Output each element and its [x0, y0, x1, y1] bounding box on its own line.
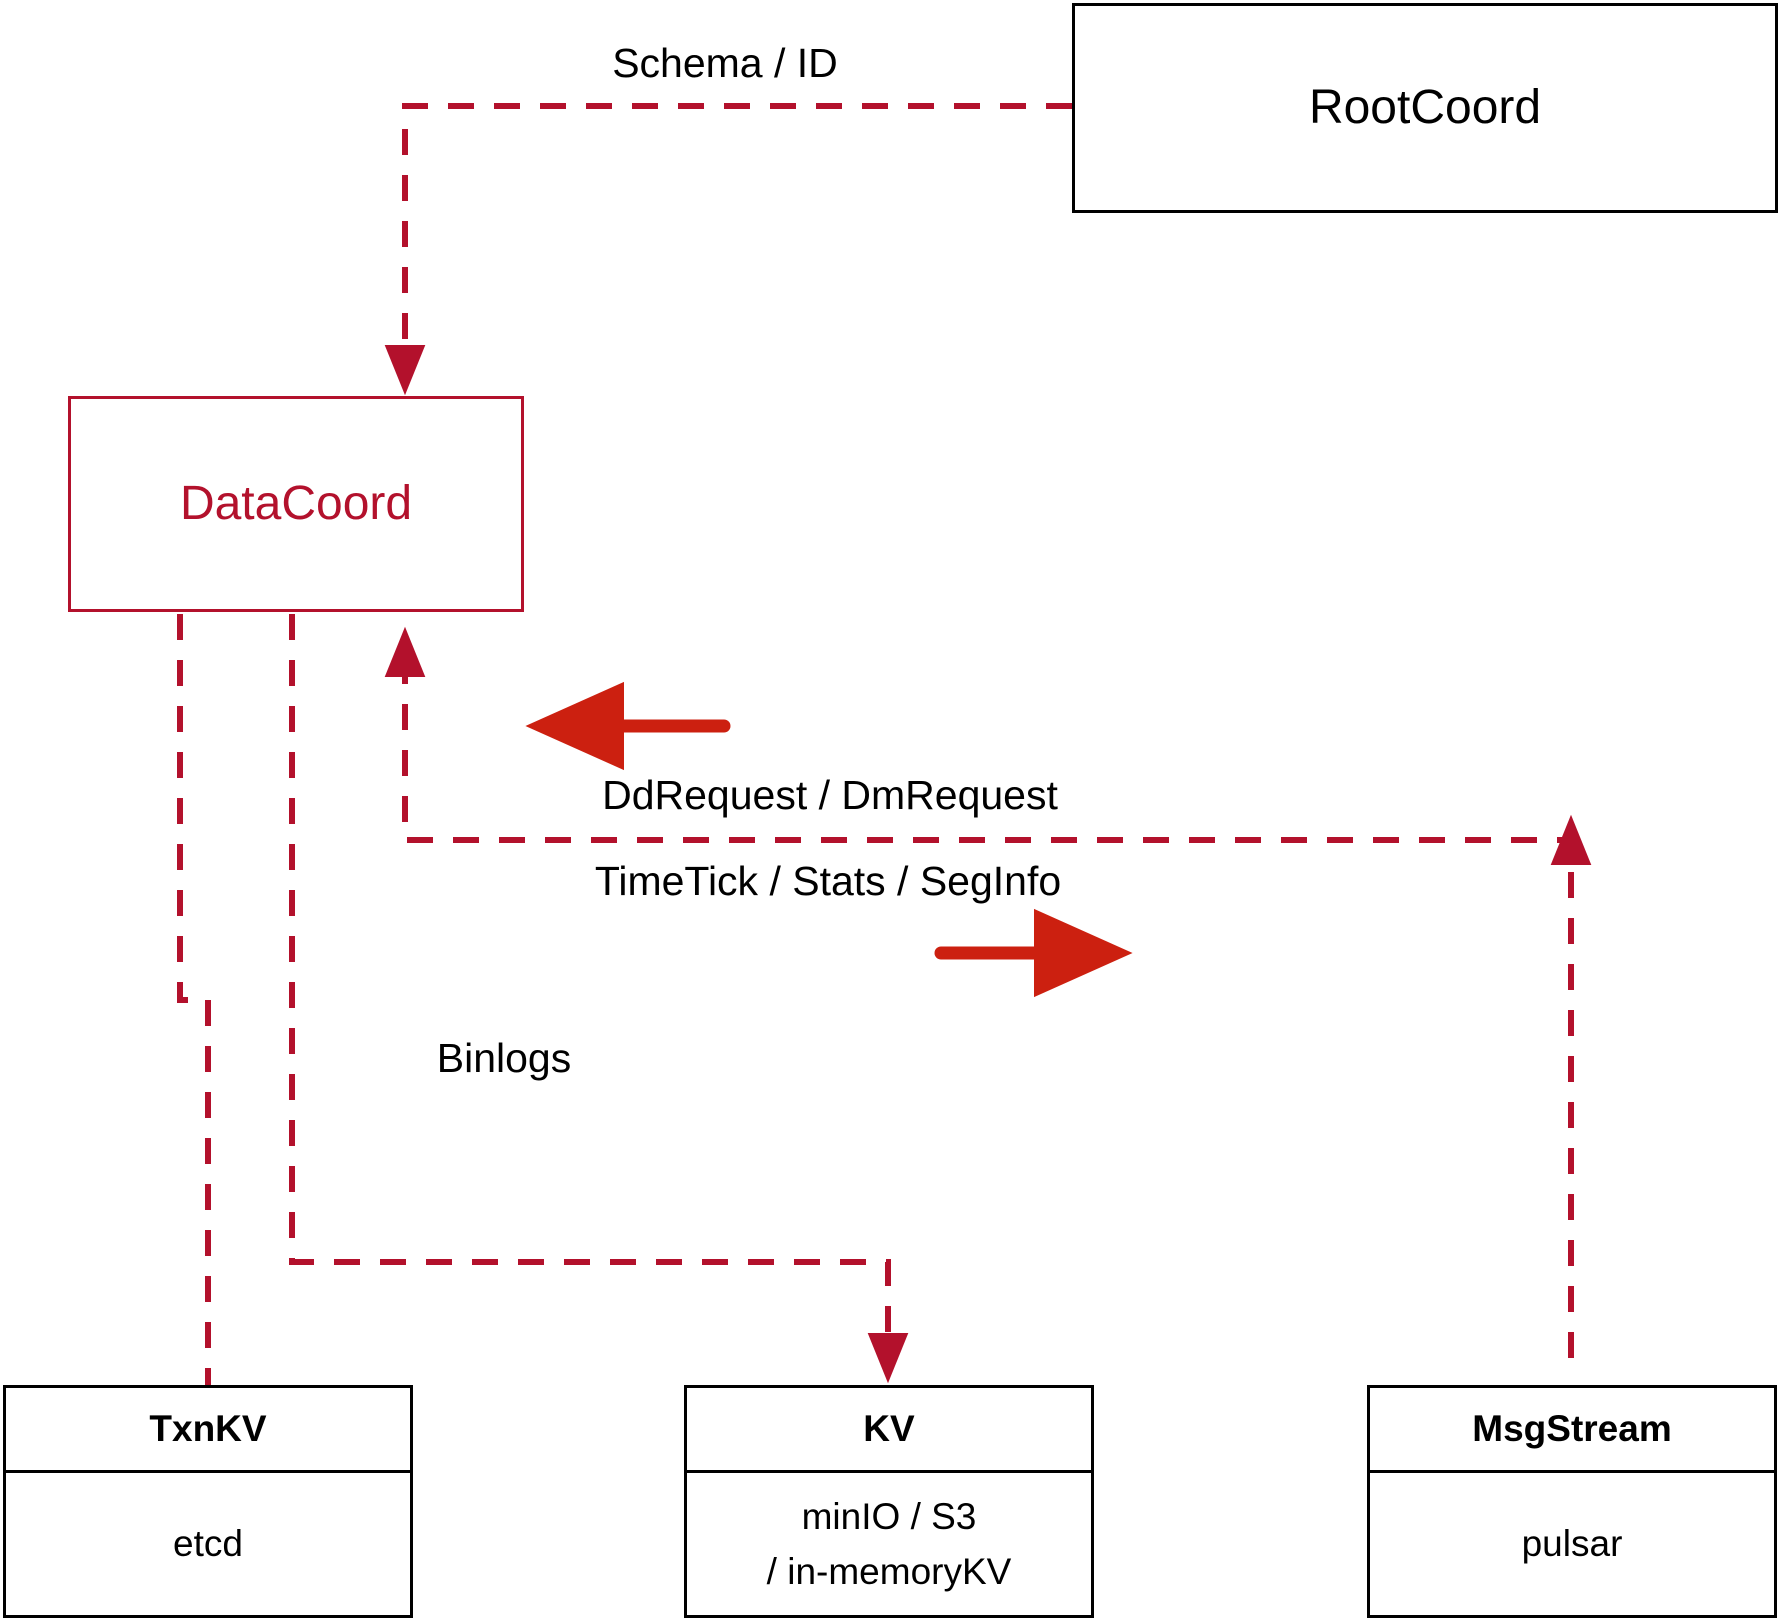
node-msgstream-body-line-1: pulsar	[1521, 1523, 1623, 1565]
node-kv-body-line-1: minIO / S3	[801, 1495, 977, 1537]
node-rootcoord[interactable]: RootCoord	[1072, 3, 1778, 213]
edge-label-schema-id: Schema / ID	[612, 40, 838, 86]
edge-label-dd-dm-request: DdRequest / DmRequest	[602, 772, 1058, 818]
node-datacoord[interactable]: DataCoord	[68, 396, 524, 612]
connector-binlogs	[289, 614, 909, 1384]
node-txnkv-body-line-1: etcd	[173, 1523, 243, 1565]
node-kv-body: minIO / S3 / in-memoryKV	[687, 1473, 1091, 1615]
connector-schema-id	[384, 103, 1072, 396]
edge-label-timetick-stats-seginfo: TimeTick / Stats / SegInfo	[594, 858, 1062, 904]
node-kv-title: KV	[687, 1388, 1091, 1473]
node-txnkv-body: etcd	[6, 1473, 410, 1615]
node-kv[interactable]: KV minIO / S3 / in-memoryKV	[684, 1385, 1094, 1618]
node-rootcoord-label: RootCoord	[1308, 80, 1542, 134]
node-msgstream[interactable]: MsgStream pulsar	[1367, 1385, 1777, 1618]
node-datacoord-label: DataCoord	[179, 476, 413, 530]
node-kv-body-line-2: / in-memoryKV	[766, 1551, 1012, 1592]
node-txnkv-title: TxnKV	[6, 1388, 410, 1473]
node-msgstream-body: pulsar	[1370, 1473, 1774, 1615]
connector-msgstream	[384, 626, 1592, 1358]
node-txnkv[interactable]: TxnKV etcd	[3, 1385, 413, 1618]
connector-datacoord-txnkv	[177, 614, 211, 1385]
node-msgstream-title: MsgStream	[1370, 1388, 1774, 1473]
edge-label-binlogs: Binlogs	[436, 1035, 572, 1081]
